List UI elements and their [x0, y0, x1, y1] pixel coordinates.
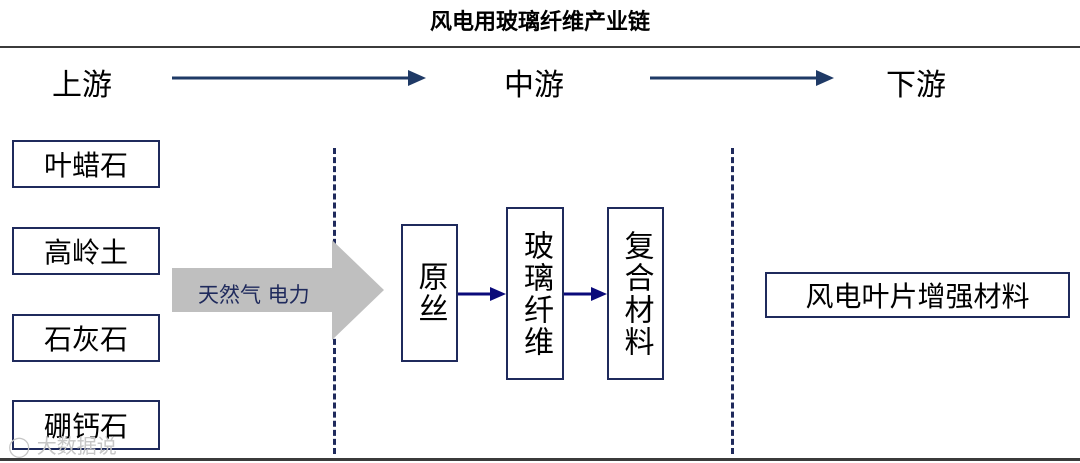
raw-material-label: 高岭土 [43, 236, 128, 269]
watermark-icon: ◯ [8, 434, 31, 458]
divider-midstream-downstream [731, 148, 734, 454]
stage-downstream: 下游 [886, 68, 946, 103]
process-label: 复合材料 [618, 229, 654, 358]
energy-input-arrow [172, 240, 384, 340]
raw-material-label: 硼钙石 [43, 410, 128, 443]
raw-material-pyrophyllite: 叶蜡石 [12, 140, 160, 188]
raw-material-label: 石灰石 [43, 323, 128, 356]
watermark: ◯ 大数据说 [8, 430, 117, 459]
title-rule [0, 46, 1080, 48]
energy-input-label: 天然气 电力 [198, 283, 310, 307]
process-raw-fiber: 原丝 [401, 224, 458, 362]
stage-arrow-midstream-to-downstream [650, 70, 834, 86]
flow-arrow-glass-fiber-to-composite [564, 287, 607, 301]
raw-material-limestone: 石灰石 [12, 314, 160, 362]
process-label: 原丝 [412, 261, 448, 325]
process-composite-material: 复合材料 [607, 207, 664, 380]
downstream-product-box: 风电叶片增强材料 [765, 272, 1070, 318]
stage-arrow-upstream-to-midstream [172, 70, 426, 86]
diagram-title: 风电用玻璃纤维产业链 [429, 9, 650, 35]
process-label: 玻璃纤维 [518, 229, 553, 358]
process-glass-fiber: 玻璃纤维 [506, 207, 564, 380]
stage-upstream: 上游 [52, 68, 112, 103]
raw-material-kaolin: 高岭土 [12, 227, 160, 275]
watermark-text: 大数据说 [36, 434, 117, 458]
flow-arrow-raw-fiber-to-glass-fiber [458, 287, 506, 301]
stage-midstream: 中游 [504, 68, 564, 103]
downstream-product-label: 风电叶片增强材料 [805, 280, 1030, 313]
bottom-rule [0, 458, 1080, 461]
raw-material-colemanite: 硼钙石 [12, 400, 160, 450]
raw-material-label: 叶蜡石 [43, 149, 128, 182]
